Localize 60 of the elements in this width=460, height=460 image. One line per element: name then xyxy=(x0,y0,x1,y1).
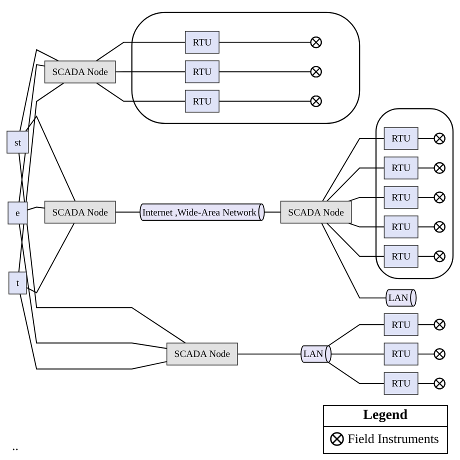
legend-title: Legend xyxy=(324,406,447,427)
connector xyxy=(348,222,385,228)
connector xyxy=(18,224,168,349)
connector xyxy=(96,42,186,62)
node-box: t xyxy=(8,272,27,294)
node-text: Internet ,Wide-Area Network xyxy=(142,206,256,218)
node-box: st xyxy=(6,130,29,154)
connector xyxy=(326,222,385,257)
note-text: .. xyxy=(12,438,18,454)
node-text: LAN xyxy=(303,348,324,360)
node-box: RTU xyxy=(384,244,418,268)
connector xyxy=(328,362,385,384)
connector xyxy=(417,256,435,257)
connector xyxy=(25,115,76,202)
node-box: RTU xyxy=(184,60,220,84)
node-box: SCADA Node xyxy=(280,200,352,224)
connector xyxy=(18,152,186,344)
legend-text: Field Instruments xyxy=(348,431,439,447)
connector xyxy=(417,196,435,198)
connector xyxy=(330,354,385,355)
node-box: RTU xyxy=(184,30,220,54)
node-box: RTU xyxy=(184,90,220,113)
node-box: SCADA Node xyxy=(44,60,116,84)
connector xyxy=(18,82,64,272)
connector xyxy=(26,222,75,294)
connector xyxy=(417,226,435,228)
connector xyxy=(96,82,186,102)
connector xyxy=(114,212,141,213)
connector xyxy=(417,383,435,384)
connector xyxy=(328,324,385,346)
node-box: e xyxy=(8,202,28,224)
connector xyxy=(417,324,435,326)
cluster xyxy=(375,108,454,280)
cluster xyxy=(131,12,360,124)
node-box: RTU xyxy=(384,186,418,209)
connector xyxy=(218,71,312,72)
connector xyxy=(18,64,46,202)
node-box: SCADA Node xyxy=(44,200,116,224)
node-box: SCADA Node xyxy=(166,342,238,366)
connector xyxy=(322,138,385,202)
connector xyxy=(264,212,282,213)
connector xyxy=(417,138,435,140)
connector xyxy=(417,354,435,355)
node-box: RTU xyxy=(384,313,418,336)
node-box: RTU xyxy=(384,127,418,150)
connector xyxy=(19,49,59,132)
connector xyxy=(218,42,312,43)
connector xyxy=(26,206,46,210)
connector xyxy=(326,168,385,202)
connector xyxy=(114,71,186,72)
connector xyxy=(20,294,168,370)
node-text: LAN xyxy=(388,292,408,304)
node-box: RTU xyxy=(384,372,418,395)
node-box: RTU xyxy=(384,156,418,180)
node-box: RTU xyxy=(384,216,418,238)
node-box: RTU xyxy=(384,342,418,366)
connector xyxy=(218,100,312,102)
connector xyxy=(321,222,386,298)
connector xyxy=(348,196,385,202)
connector xyxy=(237,354,302,355)
